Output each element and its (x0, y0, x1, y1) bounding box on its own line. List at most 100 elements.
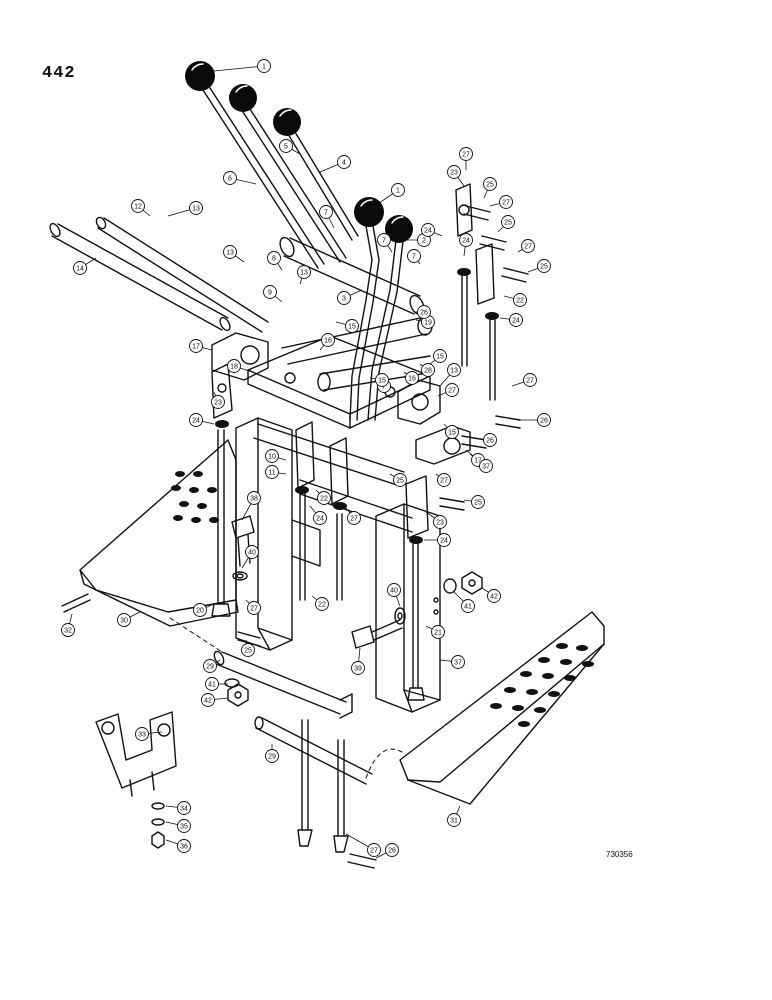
callout-8: 8 (267, 251, 281, 265)
callout-12: 12 (131, 199, 145, 213)
callout-label: 25 (396, 478, 404, 485)
callout-balloon (201, 693, 215, 707)
callout-balloon (393, 473, 407, 487)
callout-balloon (537, 413, 551, 427)
callout-balloon (513, 293, 527, 307)
callout-13: 13 (297, 265, 311, 279)
callout-balloon (447, 813, 461, 827)
callout-label: 25 (474, 500, 482, 507)
callout-38: 38 (247, 491, 261, 505)
callout-balloon (73, 261, 87, 275)
callout-label: 4 (342, 160, 346, 167)
callout-28: 28 (421, 363, 435, 377)
callout-14: 14 (73, 261, 87, 275)
callout-34: 34 (177, 801, 191, 815)
callout-label: 1 (396, 188, 400, 195)
callout-balloon (385, 843, 399, 857)
callout-25: 25 (483, 177, 497, 191)
callout-label: 25 (540, 264, 548, 271)
callout-balloon (247, 601, 261, 615)
support-channel-right (375, 503, 441, 713)
callout-balloon (319, 205, 333, 219)
callout-17: 17 (189, 339, 203, 353)
callout-label: 37 (482, 464, 490, 471)
callout-balloon (347, 511, 361, 525)
callout-leader-1 (203, 65, 265, 73)
callout-balloon (193, 603, 207, 617)
callout-label: 41 (464, 604, 472, 611)
lever-4 (349, 225, 380, 421)
callout-balloon (407, 249, 421, 263)
callout-27: 27 (523, 373, 537, 387)
callout-42: 42 (201, 693, 215, 707)
callout-label: 7 (412, 254, 416, 261)
nut-24 (215, 268, 499, 544)
callout-24: 24 (313, 511, 327, 525)
callout-label: 13 (192, 206, 200, 213)
callout-balloon (247, 491, 261, 505)
callout-36: 36 (177, 839, 191, 853)
callout-label: 23 (436, 520, 444, 527)
cross-shaft-29 (213, 650, 373, 785)
shaft-12 (95, 216, 269, 333)
callout-18: 18 (227, 359, 241, 373)
rod-left (211, 429, 231, 617)
callout-label: 25 (504, 220, 512, 227)
callout-label: 24 (192, 418, 200, 425)
callout-27: 27 (445, 383, 459, 397)
callout-label: 38 (250, 496, 258, 503)
callout-balloon (523, 373, 537, 387)
callout-7: 7 (407, 249, 421, 263)
page-number: 442 (42, 64, 76, 83)
lever-1 (202, 87, 325, 269)
callout-label: 27 (250, 606, 258, 613)
callout-balloon (265, 465, 279, 479)
callout-label: 2 (422, 238, 426, 245)
callout-37: 37 (451, 655, 465, 669)
callout-label: 35 (180, 824, 188, 831)
callout-label: 40 (390, 588, 398, 595)
floor-plate-31 (399, 611, 605, 805)
callout-label: 36 (180, 844, 188, 851)
callout-26: 26 (417, 305, 431, 319)
callout-label: 13 (226, 250, 234, 257)
callout-31: 31 (447, 813, 461, 827)
callout-balloon (421, 363, 435, 377)
callout-balloon (445, 383, 459, 397)
callout-26: 26 (483, 433, 497, 447)
callout-25: 25 (241, 643, 255, 657)
callout-15: 15 (375, 373, 389, 387)
callout-15: 15 (433, 349, 447, 363)
callout-balloon (265, 449, 279, 463)
callout-label: 9 (268, 290, 272, 297)
callout-label: 16 (324, 338, 332, 345)
callout-balloon (451, 655, 465, 669)
callout-balloon (391, 183, 405, 197)
callout-22: 22 (315, 597, 329, 611)
callout-balloon (177, 819, 191, 833)
callout-label: 28 (424, 368, 432, 375)
callout-label: 15 (448, 430, 456, 437)
callout-label: 7 (382, 384, 386, 391)
callout-balloon (431, 625, 445, 639)
callout-label: 5 (284, 144, 288, 151)
callout-10: 10 (265, 449, 279, 463)
lever-knob-2 (229, 84, 257, 112)
callout-balloon (223, 171, 237, 185)
callout-balloon (189, 201, 203, 215)
callout-balloon (487, 589, 501, 603)
callout-23: 23 (211, 395, 225, 409)
callout-label: 7 (324, 210, 328, 217)
callout-balloon (377, 233, 391, 247)
callout-42: 42 (487, 589, 501, 603)
callout-balloon (459, 233, 473, 247)
callout-balloon (177, 801, 191, 815)
pivot-block-right (397, 379, 471, 465)
callout-label: 8 (272, 256, 276, 263)
callout-13: 13 (223, 245, 237, 259)
callout-label: 15 (348, 324, 356, 331)
support-channel-left (235, 417, 321, 651)
callout-balloon (321, 333, 335, 347)
callout-balloon (337, 155, 351, 169)
